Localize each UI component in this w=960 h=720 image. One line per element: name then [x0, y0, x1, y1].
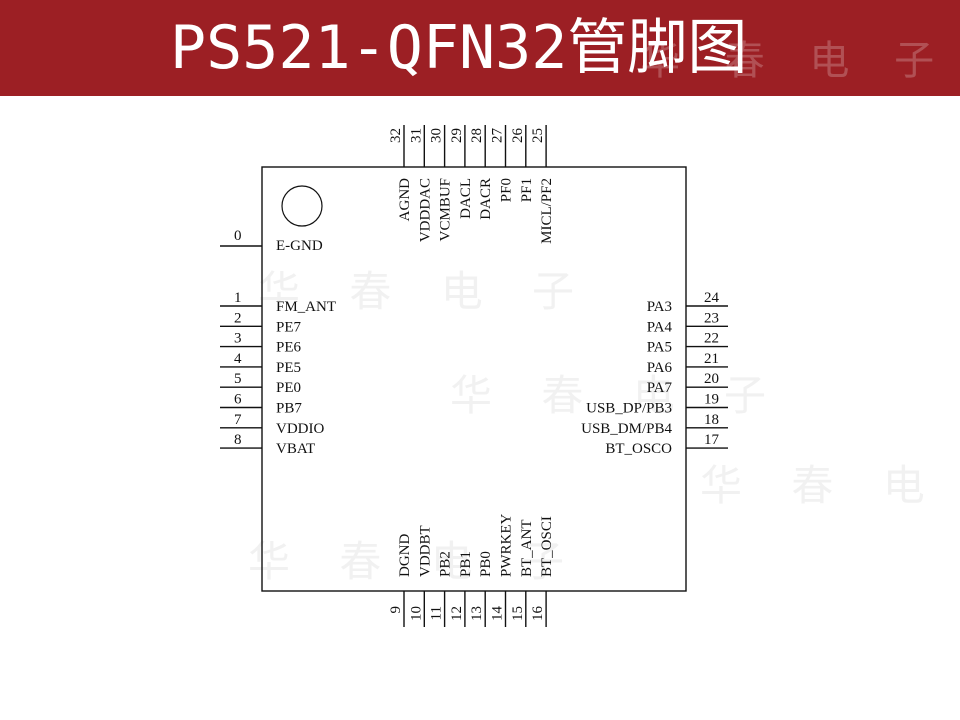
pin-number: 27	[490, 128, 506, 144]
pin-label: PWRKEY	[499, 514, 515, 578]
pin-number: 12	[449, 606, 465, 621]
pin-number: 21	[704, 351, 719, 367]
pin-number: 8	[234, 432, 242, 448]
pin-label: MICL/PF2	[539, 178, 555, 244]
pin-label: PE6	[276, 340, 302, 356]
pin-label: BT_OSCI	[539, 516, 555, 577]
pin-number: 25	[530, 128, 546, 143]
pin-label: PA5	[647, 340, 672, 356]
pin-number: 4	[234, 351, 242, 367]
title-banner: PS521-QFN32管脚图 华 春 电 子	[0, 0, 960, 96]
pin-number: 20	[704, 371, 719, 387]
pin-number: 22	[704, 331, 719, 347]
pin-label: FM_ANT	[276, 299, 336, 315]
pin-number: 0	[234, 228, 242, 244]
pin-number: 19	[704, 392, 719, 408]
pin-label: BT_OSCO	[605, 441, 672, 457]
pin-label: VBAT	[276, 441, 315, 457]
pin-number: 13	[469, 606, 485, 621]
pin-label: PB7	[276, 401, 302, 417]
chip-body	[261, 166, 687, 592]
pin-label: DGND	[397, 534, 413, 577]
pin-number: 29	[449, 128, 465, 143]
pin-label: PA6	[647, 360, 673, 376]
watermark-text: 华 春 电 子	[640, 38, 951, 84]
pin-number: 11	[429, 606, 445, 620]
pin-label: USB_DP/PB3	[586, 401, 672, 417]
pin-number: 24	[704, 290, 720, 306]
pin-label: PE7	[276, 319, 302, 335]
watermark-text: 华 春 电 子	[700, 461, 960, 510]
pin-number: 32	[388, 128, 404, 143]
pin-label: PB1	[458, 551, 474, 577]
pin-number: 17	[704, 432, 720, 448]
pin-number: 6	[234, 392, 242, 408]
page-title: PS521-QFN32管脚图	[170, 13, 748, 83]
pin-number: 31	[408, 128, 424, 143]
pin-label: PB2	[438, 551, 454, 577]
pin-label: VCMBUF	[438, 178, 454, 241]
pin-label: VDDDAC	[417, 178, 433, 242]
pin-number: 9	[388, 606, 404, 614]
pin-label: PA7	[647, 380, 673, 396]
pin-number: 14	[490, 606, 506, 622]
pin-number: 18	[704, 412, 719, 428]
pin-label: DACL	[458, 178, 474, 219]
pin-label: PF0	[499, 178, 515, 202]
pin-label: PE5	[276, 360, 301, 376]
pin-label: PA4	[647, 319, 673, 335]
pin-label: PB0	[478, 551, 494, 577]
pin-label: AGND	[397, 178, 413, 221]
pin-number: 7	[234, 412, 242, 428]
pin-number: 16	[530, 606, 546, 622]
pin-number: 2	[234, 310, 242, 326]
pin-label: VDDBT	[417, 525, 433, 577]
watermark-text: 华 春 电 子	[248, 537, 583, 586]
pin-label: E-GND	[276, 238, 323, 254]
pin-number: 15	[510, 606, 526, 621]
pin1-dot-marker	[281, 185, 323, 227]
watermark-text: 华 春 电 子	[450, 371, 785, 420]
pin-number: 23	[704, 310, 719, 326]
watermark-text: 华 春 电 子	[258, 267, 593, 316]
pin-number: 5	[234, 371, 242, 387]
pin-label: PF1	[519, 178, 535, 202]
pin-label: USB_DM/PB4	[581, 421, 672, 437]
pin-number: 28	[469, 128, 485, 143]
pin-number: 26	[510, 128, 526, 144]
pin-label: PA3	[647, 299, 672, 315]
pin-number: 1	[234, 290, 242, 306]
pin-number: 10	[408, 606, 424, 621]
pin-number: 3	[234, 331, 242, 347]
pin-number: 30	[429, 128, 445, 143]
pin-label: PE0	[276, 380, 301, 396]
pin-label: VDDIO	[276, 421, 324, 437]
pin-label: DACR	[478, 178, 494, 220]
pin-label: BT_ANT	[519, 520, 535, 578]
